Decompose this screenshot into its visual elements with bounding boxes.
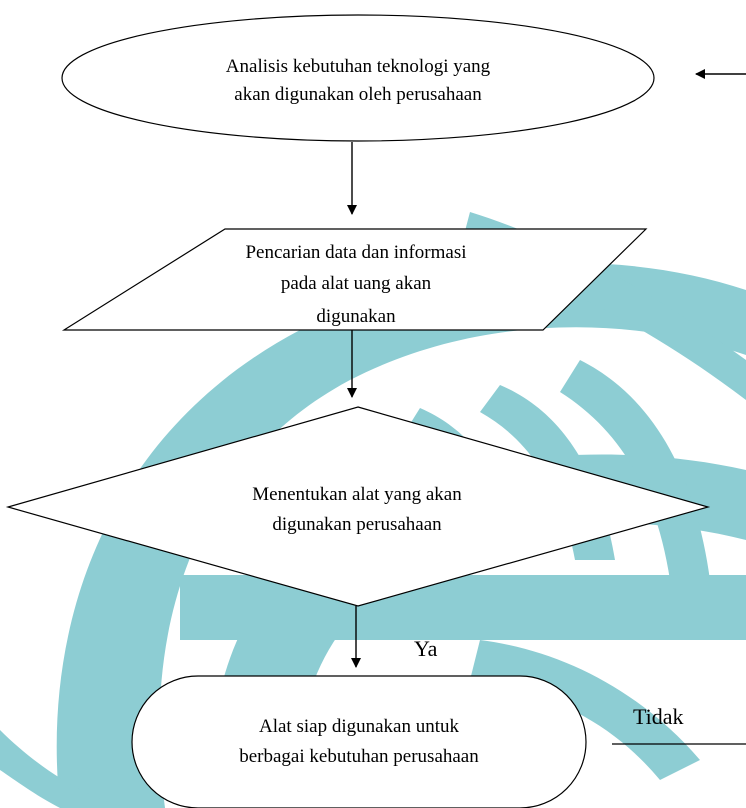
watermark-band — [180, 575, 746, 640]
watermark-lower-band — [470, 640, 700, 780]
watermark-stripe-3 — [560, 360, 710, 580]
input-parallelogram — [61, 228, 648, 331]
end-node: Alat siap digunakan untuk berbagai kebut… — [131, 675, 587, 808]
decision-node-line-1: Menentukan alat yang akan — [252, 484, 462, 505]
end-node-line-2: berbagai kebutuhan perusahaan — [239, 746, 479, 767]
input-node-line-3: digunakan — [316, 306, 396, 327]
input-node-line-1: Pencarian data dan informasi — [245, 242, 466, 263]
decision-diamond — [5, 406, 711, 607]
watermark-bottom-arc — [0, 730, 130, 808]
input-node: Pencarian data dan informasi pada alat u… — [61, 228, 648, 331]
start-node-line-1: Analisis kebutuhan teknologi yang — [226, 56, 491, 77]
decision-node-line-2: digunakan perusahaan — [272, 514, 442, 535]
decision-node: Menentukan alat yang akan digunakan peru… — [5, 406, 711, 607]
end-terminator — [131, 675, 587, 808]
watermark-arc-outer — [56, 263, 746, 808]
no-label: Tidak — [633, 704, 684, 729]
start-ellipse — [61, 14, 655, 142]
start-node: Analisis kebutuhan teknologi yang akan d… — [61, 14, 655, 142]
yes-label: Ya — [414, 636, 438, 661]
input-node-line-2: pada alat uang akan — [281, 273, 432, 294]
end-node-line-1: Alat siap digunakan untuk — [259, 716, 459, 737]
start-node-line-2: akan digunakan oleh perusahaan — [234, 84, 482, 105]
